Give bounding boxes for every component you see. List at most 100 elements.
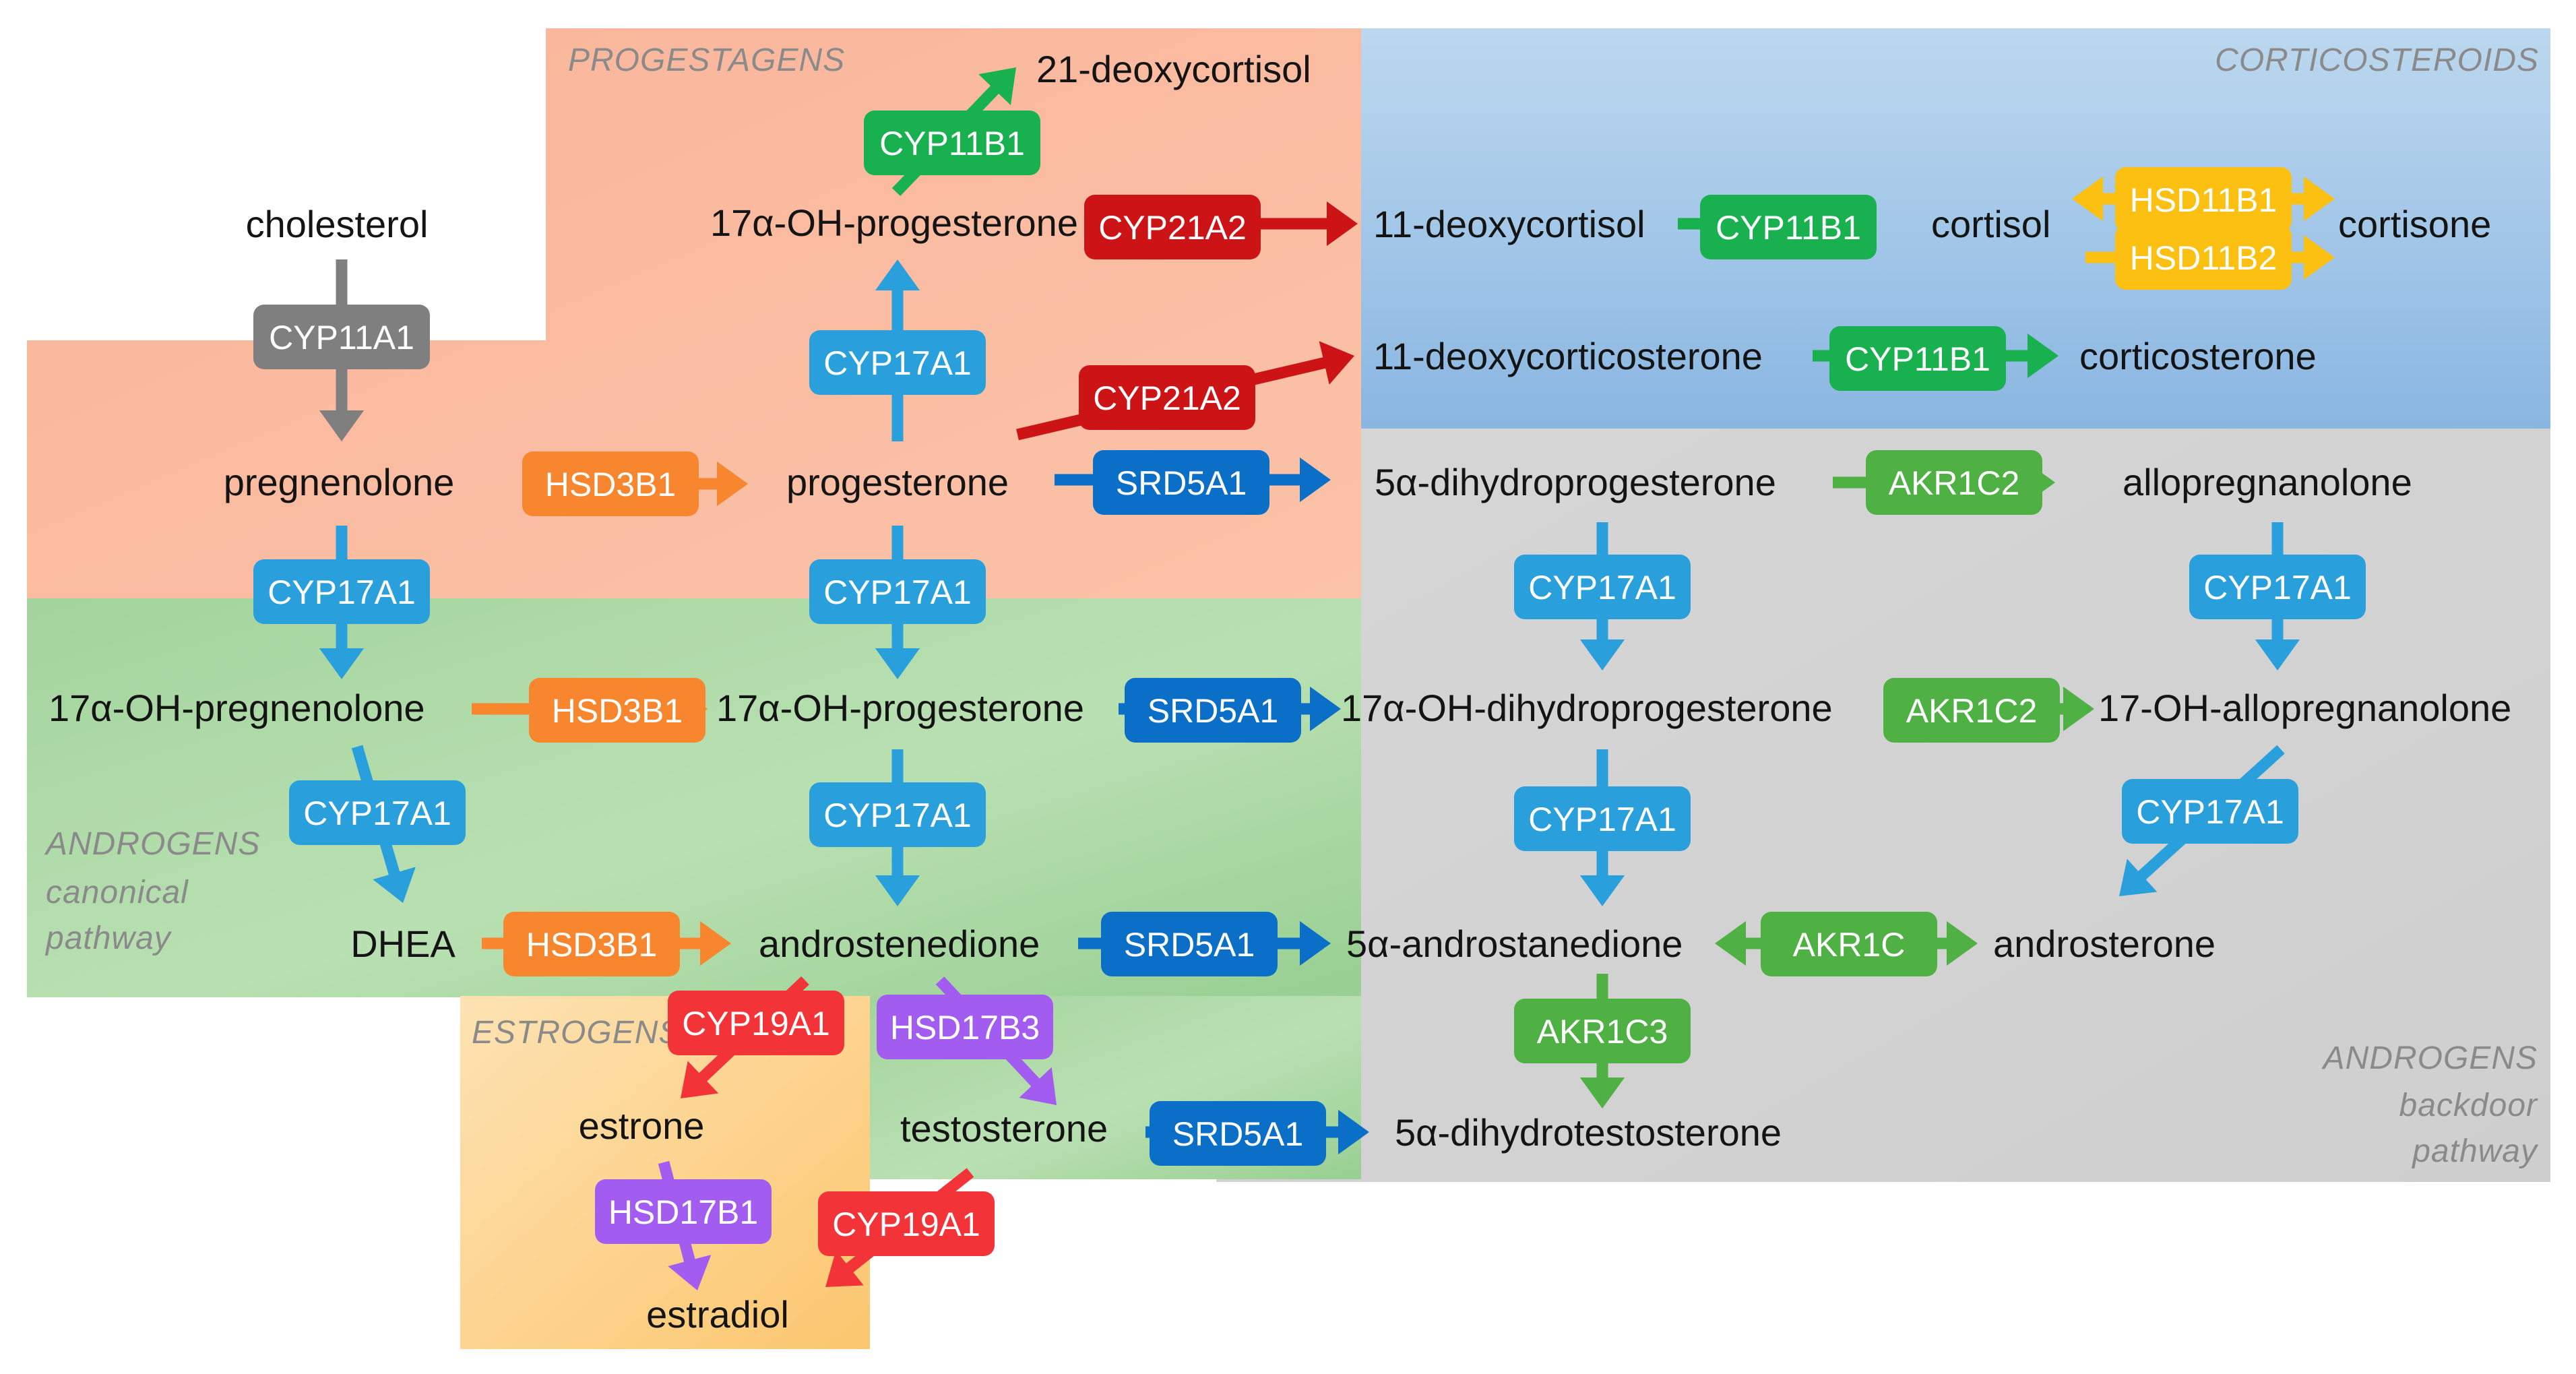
compound-11-deoxycortisol: 11-deoxycortisol (1373, 203, 1645, 245)
enzyme-label: CYP17A1 (2136, 793, 2284, 831)
enzyme-cyp11b1-b: CYP11B1 (1700, 195, 1877, 259)
compound-5a-androstanedione: 5α-androstanedione (1346, 923, 1683, 965)
androgens-backdoor-sub1: backdoor (2399, 1088, 2538, 1123)
enzyme-label: HSD3B1 (526, 926, 658, 964)
enzyme-cyp11b1-c: CYP11B1 (1829, 326, 2006, 391)
region-androgens-backdoor (1216, 427, 2550, 1182)
compound-21-deoxycortisol: 21-deoxycortisol (1036, 48, 1311, 90)
enzyme-label: CYP11A1 (269, 319, 414, 356)
enzyme-cyp19a1-b: CYP19A1 (818, 1191, 995, 1256)
androgens-canonical-sub2: pathway (44, 920, 172, 956)
compound-17oh-progesterone-top: 17α-OH-progesterone (710, 201, 1078, 244)
enzyme-label: CYP17A1 (268, 573, 416, 611)
corticosteroids-label: CORTICOSTEROIDS (2215, 42, 2539, 78)
enzyme-srd5a1-a: SRD5A1 (1093, 450, 1269, 515)
enzyme-label: CYP17A1 (1528, 801, 1676, 838)
enzyme-label: CYP19A1 (682, 1005, 830, 1042)
enzyme-label: CYP17A1 (823, 344, 972, 382)
enzyme-label: CYP11B1 (1845, 340, 1990, 378)
compound-allopregnanolone: allopregnanolone (2123, 461, 2412, 503)
androgens-backdoor-label: ANDROGENS (2321, 1040, 2538, 1076)
compound-5a-dihydrotestosterone: 5α-dihydrotestosterone (1395, 1111, 1782, 1154)
compound-dhea: DHEA (350, 923, 455, 965)
enzyme-akr1c3: AKR1C3 (1514, 999, 1691, 1063)
enzyme-cyp17a1-g: CYP17A1 (809, 782, 986, 847)
enzyme-label: HSD17B1 (608, 1193, 758, 1231)
compound-17-oh-allopregnanolone: 17-OH-allopregnanolone (2098, 687, 2511, 729)
enzyme-label: CYP17A1 (303, 794, 451, 832)
enzyme-cyp19a1-a: CYP19A1 (668, 991, 844, 1055)
enzyme-akr1c2-b: AKR1C2 (1883, 678, 2060, 743)
androgens-canonical-sub1: canonical (46, 875, 189, 910)
compound-corticosterone: corticosterone (2079, 335, 2317, 377)
enzyme-label: CYP17A1 (1528, 569, 1676, 606)
enzyme-label: SRD5A1 (1148, 692, 1279, 730)
enzyme-label: AKR1C3 (1537, 1013, 1668, 1051)
enzyme-label: HSD11B1 (2130, 181, 2277, 219)
compound-11-deoxycorticosterone: 11-deoxycorticosterone (1373, 335, 1763, 377)
enzyme-hsd17b3: HSD17B3 (877, 995, 1053, 1059)
androgens-backdoor-sub2: pathway (2411, 1133, 2539, 1169)
enzyme-akr1c2-a: AKR1C2 (1866, 450, 2042, 515)
compound-17a-oh-pregnenolone: 17α-OH-pregnenolone (49, 687, 425, 729)
compound-androsterone: androsterone (1993, 923, 2216, 965)
estrogens-label: ESTROGENS (472, 1015, 681, 1051)
enzyme-cyp21a2-a: CYP21A2 (1084, 195, 1261, 259)
compound-progesterone: progesterone (786, 461, 1009, 503)
enzyme-labels: CYP11A1CYP11B1CYP21A2CYP17A1CYP21A2HSD3B… (253, 111, 2366, 1256)
enzyme-cyp17a1-i: CYP17A1 (2122, 779, 2298, 844)
enzyme-cyp11b1-a: CYP11B1 (864, 111, 1040, 175)
enzyme-hsd11b2: HSD11B2 (2115, 225, 2292, 290)
progestagens-label: PROGESTAGENS (568, 42, 845, 78)
enzyme-label: CYP11B1 (879, 125, 1025, 162)
enzyme-hsd11b1: HSD11B1 (2115, 167, 2292, 232)
enzyme-label: SRD5A1 (1124, 926, 1255, 964)
enzyme-cyp17a1-f: CYP17A1 (289, 780, 466, 845)
enzyme-cyp17a1-e: CYP17A1 (2189, 555, 2366, 619)
enzyme-cyp17a1-c: CYP17A1 (809, 559, 986, 624)
enzyme-cyp11a1: CYP11A1 (253, 305, 430, 369)
compound-17a-oh-dihydroprogesterone: 17α-OH-dihydroprogesterone (1341, 687, 1833, 729)
androgens-canonical-label: ANDROGENS (44, 826, 260, 862)
enzyme-label: CYP17A1 (823, 573, 972, 611)
enzyme-cyp17a1-d: CYP17A1 (1514, 555, 1691, 619)
enzyme-hsd3b1-a: HSD3B1 (522, 451, 699, 516)
enzyme-cyp21a2-b: CYP21A2 (1079, 365, 1255, 430)
enzyme-label: CYP17A1 (823, 797, 972, 834)
compound-labels: cholesterol pregnenolone progesterone 17… (49, 48, 2511, 1336)
enzyme-srd5a1-c: SRD5A1 (1101, 912, 1278, 976)
compound-5a-dihydroprogesterone: 5α-dihydroprogesterone (1375, 461, 1776, 503)
enzyme-label: HSD11B2 (2130, 239, 2277, 277)
enzyme-label: HSD17B3 (890, 1009, 1040, 1047)
enzyme-srd5a1-b: SRD5A1 (1125, 678, 1301, 743)
compound-cortisol: cortisol (1931, 203, 2050, 245)
compound-pregnenolone: pregnenolone (224, 461, 455, 503)
enzyme-label: CYP17A1 (2203, 569, 2352, 606)
enzyme-label: CYP11B1 (1716, 209, 1861, 247)
enzyme-label: CYP21A2 (1093, 379, 1241, 417)
enzyme-label: SRD5A1 (1116, 464, 1247, 502)
enzyme-hsd3b1-b: HSD3B1 (529, 678, 705, 743)
compound-estrone: estrone (579, 1104, 705, 1147)
enzyme-cyp17a1-a: CYP17A1 (809, 330, 986, 395)
compound-cortisone: cortisone (2338, 203, 2491, 245)
compound-cholesterol: cholesterol (246, 203, 429, 245)
compound-testosterone: testosterone (900, 1107, 1108, 1150)
enzyme-hsd17b1: HSD17B1 (595, 1179, 772, 1244)
enzyme-cyp17a1-b: CYP17A1 (253, 559, 430, 624)
enzyme-cyp17a1-h: CYP17A1 (1514, 786, 1691, 851)
compound-17oh-progesterone-mid: 17α-OH-progesterone (716, 687, 1084, 729)
enzyme-label: SRD5A1 (1172, 1115, 1304, 1153)
enzyme-label: AKR1C2 (1906, 692, 2038, 730)
enzyme-label: HSD3B1 (545, 466, 677, 503)
enzyme-akr1c: AKR1C (1761, 912, 1937, 976)
enzyme-label: AKR1C (1793, 926, 1906, 964)
enzyme-srd5a1-d: SRD5A1 (1150, 1101, 1326, 1166)
enzyme-hsd3b1-c: HSD3B1 (503, 912, 680, 976)
enzyme-label: AKR1C2 (1889, 464, 2020, 502)
compound-androstenedione: androstenedione (759, 923, 1040, 965)
enzyme-label: CYP21A2 (1098, 209, 1247, 247)
compound-estradiol: estradiol (646, 1293, 789, 1336)
enzyme-label: HSD3B1 (552, 692, 683, 730)
enzyme-label: CYP19A1 (832, 1206, 980, 1243)
